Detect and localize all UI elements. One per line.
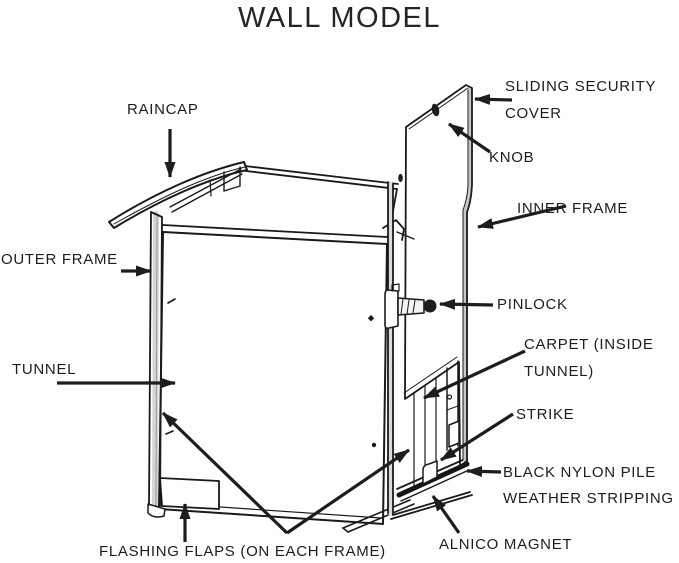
carpet-arrow <box>423 349 526 400</box>
inner-frame-arrow <box>477 204 567 229</box>
knob-arrow <box>448 122 491 154</box>
page-title: WALL MODEL <box>237 2 441 34</box>
label-flashing-flaps: FLASHING FLAPS (ON EACH FRAME) <box>99 543 386 560</box>
alnico-magnet-arrow <box>431 495 461 534</box>
label-raincap: RAINCAP <box>127 101 199 118</box>
label-inner-frame: INNER FRAME <box>517 200 629 217</box>
label-pinlock: PINLOCK <box>497 296 568 313</box>
label-knob: KNOB <box>489 149 535 166</box>
label-strike: STRIKE <box>516 406 575 423</box>
tunnel-drawing <box>158 165 415 533</box>
sliding-cover-arrow <box>474 93 513 105</box>
weather-stripping-arrow <box>466 465 502 477</box>
pinlock-arrow <box>439 298 494 310</box>
raincap-drawing <box>108 161 248 229</box>
label-alnico-magnet: ALNICO MAGNET <box>439 536 573 553</box>
knob-drawing <box>431 103 440 117</box>
flashing-flaps-left-arrow <box>161 411 289 535</box>
leader-arrows <box>57 93 567 542</box>
flashing-flaps-right-arrow <box>286 448 410 535</box>
label-weather-stripping: BLACK NYLON PILE WEATHER STRIPPING <box>503 464 674 507</box>
label-sliding-security-cover: SLIDING SECURITY COVER <box>505 78 656 122</box>
label-carpet-inside-tunnel: CARPET (INSIDE TUNNEL) <box>524 336 654 380</box>
interior-drawing <box>396 356 470 498</box>
magnet-flap <box>422 460 438 485</box>
pinlock-drawing <box>384 283 437 329</box>
label-tunnel: TUNNEL <box>12 361 77 378</box>
strike-arrow <box>440 412 514 462</box>
outer-frame-drawing <box>147 211 166 518</box>
sliding-cover-drawing <box>398 84 473 467</box>
label-outer-frame: OUTER FRAME <box>1 251 118 268</box>
